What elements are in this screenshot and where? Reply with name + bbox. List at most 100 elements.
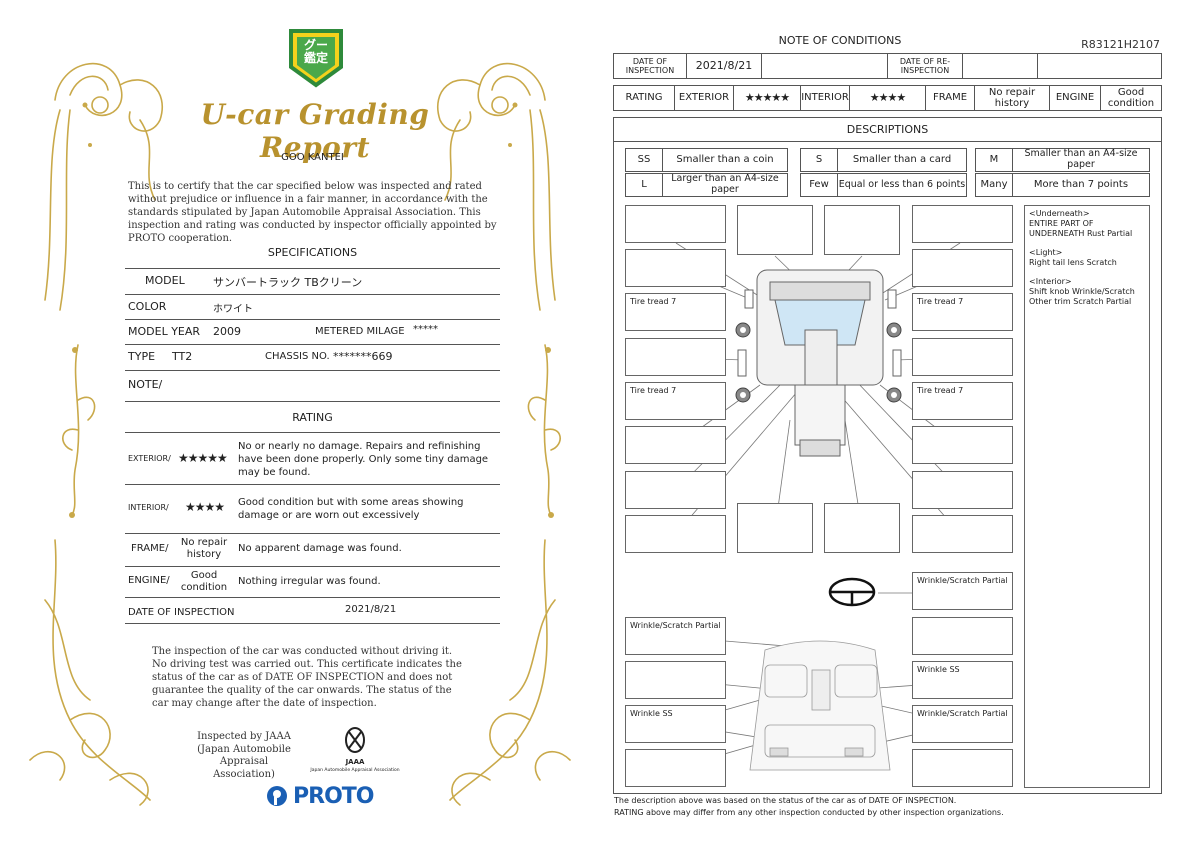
- damage-box: [625, 471, 726, 509]
- mileage-label: METERED MILAGE: [315, 326, 405, 337]
- notes-interior-1: Shift knob Wrinkle/Scratch: [1029, 287, 1135, 296]
- year-label: MODEL YEAR: [128, 325, 201, 338]
- reinspection-label: DATE OF RE-INSPECTION: [887, 53, 963, 79]
- divider: [125, 484, 500, 485]
- legend-text: Smaller than a coin: [662, 148, 788, 172]
- intro-text: This is to certify that the car specifie…: [128, 181, 497, 244]
- notes-light: Right tail lens Scratch: [1029, 258, 1117, 267]
- frame-desc: No apparent damage was found.: [238, 543, 402, 554]
- year-value: 2009: [213, 325, 241, 338]
- empty-cell: [761, 53, 888, 79]
- inspection-date-label: DATE OF INSPECTION: [613, 53, 687, 79]
- engine-label: ENGINE/: [128, 575, 170, 586]
- damage-box: [912, 749, 1013, 787]
- damage-box: [824, 503, 900, 553]
- rating-label: RATING: [613, 85, 675, 111]
- steering-wheel-icon: [828, 577, 876, 607]
- damage-box: [737, 503, 813, 553]
- damage-box: [912, 426, 1013, 464]
- damage-box: [625, 661, 726, 699]
- proto-logo-text: PROTO: [293, 783, 374, 809]
- car-diagram: [675, 242, 961, 771]
- ornamental-frame: [29, 62, 571, 806]
- frame-label: FRAME: [925, 85, 975, 111]
- disclaimer-text: The inspection of the car was conducted …: [152, 646, 462, 709]
- exterior-desc: No or nearly no damage. Repairs and refi…: [238, 441, 489, 478]
- badge-text: グー 鑑定: [303, 38, 328, 66]
- type-label: TYPE: [128, 350, 156, 363]
- damage-box: [912, 205, 1013, 243]
- divider: [125, 566, 500, 567]
- interior-desc: Good condition but with some areas showi…: [238, 497, 464, 521]
- damage-box: [625, 249, 726, 287]
- inspected-by: Inspected by JAAA (Japan Automobile Appr…: [197, 731, 291, 780]
- type-value: TT2: [172, 350, 193, 363]
- damage-box: [625, 205, 726, 243]
- legend-code: M: [975, 148, 1013, 172]
- date-value: 2021/8/21: [345, 604, 397, 615]
- legend-text: Smaller than a card: [837, 148, 967, 172]
- reinspection-date: [962, 53, 1038, 79]
- damage-box: [912, 249, 1013, 287]
- damage-box: [625, 749, 726, 787]
- interior-rating: ★★★★: [849, 85, 926, 111]
- legend-text: Equal or less than 6 points: [837, 173, 967, 197]
- goo-kantei-badge: グー 鑑定: [287, 27, 345, 89]
- frame-value: No repair history: [180, 537, 228, 560]
- engine-rating: Good condition: [1100, 85, 1162, 111]
- legend-text: More than 7 points: [1012, 173, 1150, 197]
- jaaa-emblem-icon: [345, 727, 365, 753]
- divider: [125, 319, 500, 320]
- jaaa-logo: JAAA Japan Automobile Appraisal Associat…: [310, 726, 400, 778]
- divider: [125, 268, 500, 269]
- chassis-value: *******669: [333, 350, 393, 363]
- notes-interior-heading: <Interior>: [1029, 277, 1072, 286]
- note-label: NOTE/: [128, 378, 163, 391]
- legend-code: Many: [975, 173, 1013, 197]
- exterior-label: EXTERIOR: [674, 85, 734, 111]
- divider: [125, 597, 500, 598]
- model-value: サンバートラック TBクリーン: [213, 276, 363, 289]
- proto-logo: PROTO: [265, 781, 374, 811]
- legend-code: SS: [625, 148, 663, 172]
- exterior-label: EXTERIOR/: [128, 454, 171, 463]
- divider: [125, 401, 500, 402]
- steering-box: Wrinkle/Scratch Partial: [912, 572, 1013, 610]
- chassis-label: CHASSIS NO.: [265, 351, 330, 362]
- interior-box-right-2: Wrinkle/Scratch Partial: [912, 705, 1013, 743]
- condition-notes: <Underneath> ENTIRE PART OF UNDERNEATH R…: [1024, 205, 1150, 788]
- specs-heading: SPECIFICATIONS: [267, 246, 358, 259]
- jaaa-logo-text: JAAA: [345, 758, 365, 766]
- tire-box-rear-right: Tire tread 7: [912, 382, 1013, 420]
- frame-label: FRAME/: [131, 543, 169, 554]
- notes-underneath: ENTIRE PART OF UNDERNEATH Rust Partial: [1029, 219, 1133, 238]
- damage-box: [912, 617, 1013, 655]
- divider: [125, 533, 500, 534]
- damage-box: [625, 515, 726, 553]
- exterior-stars: ★★★★★: [178, 451, 228, 465]
- damage-box: [912, 338, 1013, 376]
- engine-value: Good condition: [180, 570, 228, 593]
- descriptions-heading: DESCRIPTIONS: [613, 117, 1162, 142]
- interior-label: INTERIOR: [800, 85, 850, 111]
- exterior-rating: ★★★★★: [733, 85, 801, 111]
- conditions-title: NOTE OF CONDITIONS: [778, 34, 902, 47]
- damage-box: [824, 205, 900, 255]
- date-label: DATE OF INSPECTION: [128, 607, 235, 618]
- divider: [125, 294, 500, 295]
- interior-box-right-1: Wrinkle SS: [912, 661, 1013, 699]
- tire-box-front-left: Tire tread 7: [625, 293, 726, 331]
- notes-underneath-heading: <Underneath>: [1029, 209, 1090, 218]
- legend-text: Larger than an A4-size paper: [662, 173, 788, 197]
- tire-icon: [735, 322, 902, 403]
- damage-box: [912, 471, 1013, 509]
- footer-note-2: RATING above may differ from any other i…: [614, 808, 1004, 817]
- inspection-date: 2021/8/21: [686, 53, 762, 79]
- legend-code: L: [625, 173, 663, 197]
- engine-desc: Nothing irregular was found.: [238, 576, 381, 587]
- engine-label: ENGINE: [1049, 85, 1101, 111]
- notes-light-heading: <Light>: [1029, 248, 1063, 257]
- interior-box-left-2: Wrinkle SS: [625, 705, 726, 743]
- damage-box: [625, 426, 726, 464]
- interior-stars: ★★★★: [185, 500, 225, 514]
